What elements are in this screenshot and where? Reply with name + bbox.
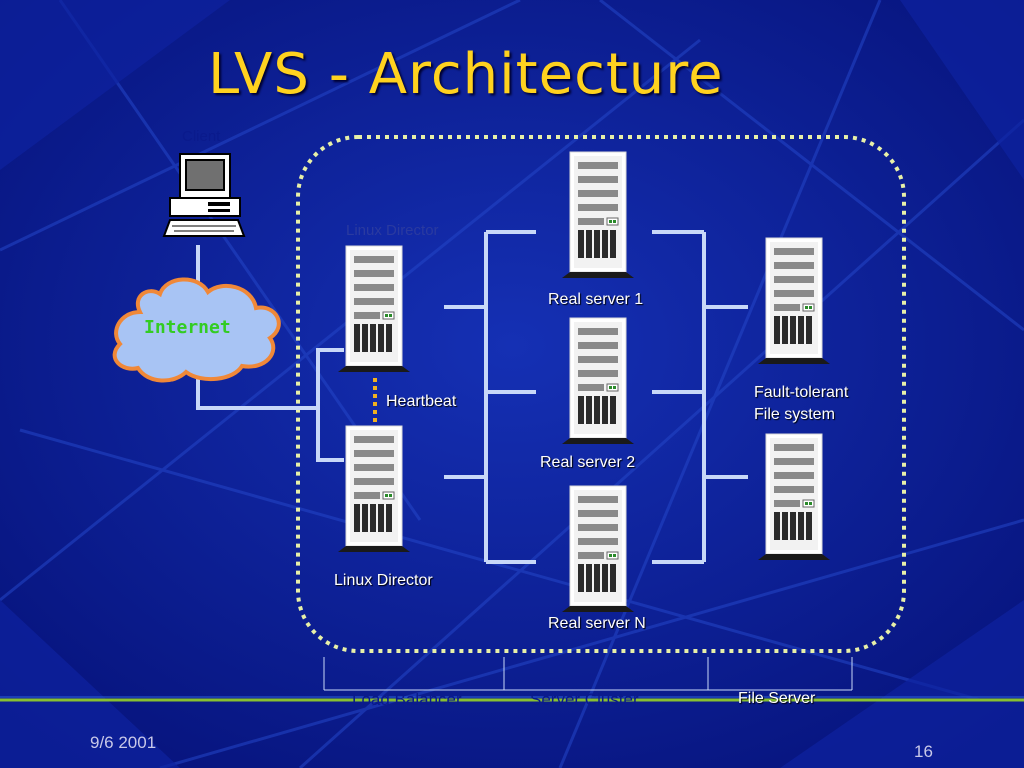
real-server-n-label: Real server N (548, 615, 646, 632)
file-server-2 (757, 433, 831, 561)
real-server-1 (561, 151, 635, 279)
internet-cloud (112, 277, 281, 383)
real-server-2 (561, 317, 635, 445)
file-server-1 (757, 237, 831, 365)
client-computer (162, 153, 246, 237)
fault-tolerant-label-line2: File system (754, 406, 835, 423)
linux-director-primary (337, 245, 411, 373)
heartbeat-label: Heartbeat (386, 393, 457, 410)
real-server-1-label: Real server 1 (548, 291, 644, 308)
file-server-label: File Server (738, 690, 816, 707)
linux-director-backup (337, 425, 411, 553)
server-cluster-label: Server Cluster (530, 690, 639, 709)
client-label: Client (182, 128, 221, 145)
real-server-n (561, 485, 635, 613)
real-server-2-label: Real server 2 (540, 454, 636, 471)
slide-date: 9/6 2001 (90, 733, 157, 752)
slide-page-number: 16 (914, 742, 933, 761)
load-balancer-label: Load Balancer (352, 690, 462, 709)
fault-tolerant-label-line1: Fault-tolerant (754, 384, 849, 401)
director-faint-label: Linux Director (346, 222, 439, 239)
linux-director-label: Linux Director (334, 572, 433, 589)
cluster-boundary (296, 135, 906, 653)
slide-title: LVS - Architecture (208, 42, 724, 107)
internet-label: Internet (144, 317, 231, 338)
